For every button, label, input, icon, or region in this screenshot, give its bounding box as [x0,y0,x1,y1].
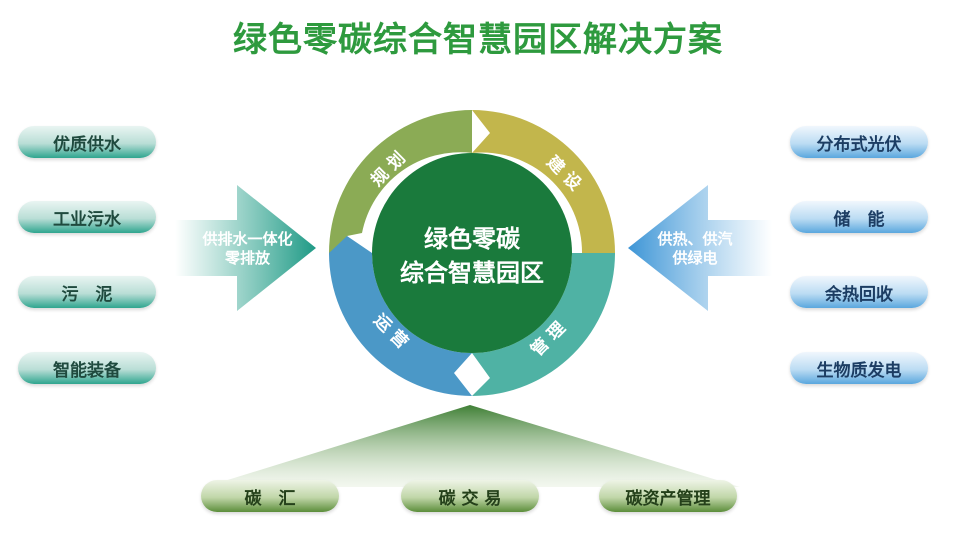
left-arrow-line1: 供排水一体化 [202,230,293,248]
left-item: 污 泥 [18,276,156,308]
bottom-item: 碳 汇 [201,480,339,512]
right-arrow-label: 供热、供汽 供绿电 [640,230,750,268]
left-arrow-line2: 零排放 [224,249,270,267]
center-title-line2: 综合智慧园区 [400,259,544,287]
right-arrow-line1: 供热、供汽 [657,230,733,248]
right-item: 储 能 [790,201,928,233]
right-item: 分布式光伏 [790,126,928,158]
bottom-item: 碳 交 易 [401,480,539,512]
page-title: 绿色零碳综合智慧园区解决方案 [233,20,723,60]
bottom-triangle [205,405,740,487]
right-arrow-line2: 供绿电 [672,249,718,267]
center-title-line1: 绿色零碳 [424,225,521,253]
left-item: 优质供水 [18,126,156,158]
cycle-segment-plan [329,110,472,253]
cycle-segment-build [472,110,615,271]
left-item: 工业污水 [18,201,156,233]
right-arrow [628,185,772,311]
bottom-item: 碳资产管理 [599,480,737,512]
left-item: 智能装备 [18,352,156,384]
left-arrow-label: 供排水一体化 零排放 [180,230,315,268]
right-item: 余热回收 [790,276,928,308]
cycle-segment-manage [472,253,615,396]
left-arrow [175,185,316,311]
center-circle [372,153,572,353]
right-item: 生物质发电 [790,352,928,384]
cycle-segment-operate [329,236,472,396]
